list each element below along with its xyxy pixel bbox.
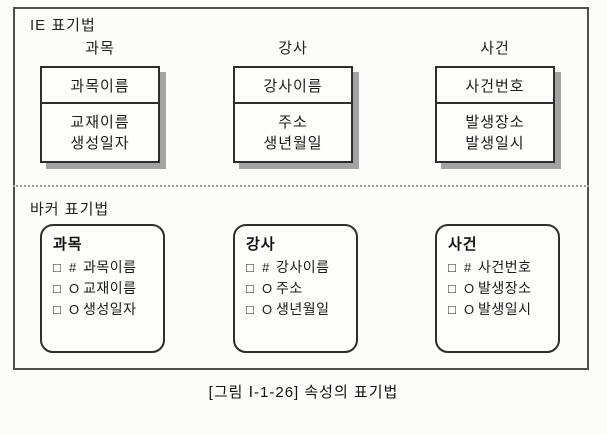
barker-attribute-row: □ O 발생장소 xyxy=(448,278,552,299)
attribute-square-icon: □ xyxy=(448,281,457,296)
figure-caption: [그림 Ⅰ-1-26] 속성의 표기법 xyxy=(208,384,399,401)
barker-entity-incident: 사건 □ # 사건번호 □ O 발생장소 □ O 발생일시 xyxy=(435,224,560,353)
ie-attribute: 생성일자 xyxy=(70,134,130,152)
ie-entity-label: 강사 xyxy=(278,40,308,57)
barker-attribute-row: □ # 사건번호 xyxy=(448,257,552,278)
attribute-square-icon: □ xyxy=(448,260,457,275)
attribute-name: 생년월일 xyxy=(276,301,330,317)
attribute-name: 강사이름 xyxy=(276,259,330,275)
uid-marker: # xyxy=(464,260,472,275)
barker-entity-instructor: 강사 □ # 강사이름 □ O 주소 □ O 생년월일 xyxy=(233,224,358,353)
attribute-name: 생성일자 xyxy=(83,301,137,317)
ie-attribute: 발생일시 xyxy=(465,134,525,152)
barker-attribute-row: □ O 교재이름 xyxy=(53,278,157,299)
barker-section-title: 바커 표기법 xyxy=(30,201,110,218)
attribute-name: 발생일시 xyxy=(478,301,532,317)
ie-attribute-list: 교재이름 생성일자 xyxy=(42,104,158,161)
barker-attribute-row: □ # 강사이름 xyxy=(246,257,350,278)
optional-marker: O xyxy=(464,281,475,296)
ie-entity-box: 과목이름 교재이름 생성일자 xyxy=(40,66,160,163)
ie-entity-label: 사건 xyxy=(480,40,510,57)
ie-attribute-list: 주소 생년월일 xyxy=(235,104,351,161)
attribute-name: 사건번호 xyxy=(478,259,532,275)
ie-entity-label: 과목 xyxy=(85,40,115,57)
uid-marker: # xyxy=(69,260,77,275)
attribute-name: 주소 xyxy=(276,280,303,296)
ie-pk-attribute: 과목이름 xyxy=(42,68,158,104)
attribute-square-icon: □ xyxy=(246,260,255,275)
ie-pk-attribute: 강사이름 xyxy=(235,68,351,104)
attribute-name: 교재이름 xyxy=(83,280,137,296)
optional-marker: O xyxy=(262,302,273,317)
ie-attribute-list: 발생장소 발생일시 xyxy=(437,104,553,161)
ie-attribute: 발생장소 xyxy=(465,113,525,131)
barker-entity-label: 강사 xyxy=(246,236,276,253)
attribute-square-icon: □ xyxy=(53,281,62,296)
ie-attribute: 교재이름 xyxy=(70,113,130,131)
barker-attribute-row: □ O 생성일자 xyxy=(53,299,157,320)
attribute-square-icon: □ xyxy=(53,302,62,317)
attribute-square-icon: □ xyxy=(246,281,255,296)
barker-attribute-row: □ O 발생일시 xyxy=(448,299,552,320)
barker-entity-label: 사건 xyxy=(448,236,478,253)
ie-entity-box: 강사이름 주소 생년월일 xyxy=(233,66,353,163)
barker-attribute-row: □ O 생년월일 xyxy=(246,299,350,320)
optional-marker: O xyxy=(69,302,80,317)
attribute-name: 과목이름 xyxy=(83,259,137,275)
optional-marker: O xyxy=(69,281,80,296)
ie-entity-box: 사건번호 발생장소 발생일시 xyxy=(435,66,555,163)
ie-pk-attribute: 사건번호 xyxy=(437,68,553,104)
diagram-frame: IE 표기법 과목 과목이름 교재이름 생성일자 강사 강사이름 주소 생년월일 xyxy=(13,7,589,370)
barker-entity-subject: 과목 □ # 과목이름 □ O 교재이름 □ O 생성일자 xyxy=(40,224,165,353)
section-divider xyxy=(13,185,589,187)
uid-marker: # xyxy=(262,260,270,275)
optional-marker: O xyxy=(262,281,273,296)
ie-attribute: 생년월일 xyxy=(263,134,323,152)
ie-entity-incident: 사건 사건번호 발생장소 발생일시 xyxy=(435,37,555,163)
barker-attribute-row: □ # 과목이름 xyxy=(53,257,157,278)
barker-entity-label: 과목 xyxy=(53,236,83,253)
attribute-square-icon: □ xyxy=(53,260,62,275)
ie-entity-subject: 과목 과목이름 교재이름 생성일자 xyxy=(40,37,160,163)
ie-section-title: IE 표기법 xyxy=(30,17,96,34)
ie-entity-instructor: 강사 강사이름 주소 생년월일 xyxy=(233,37,353,163)
attribute-square-icon: □ xyxy=(246,302,255,317)
attribute-name: 발생장소 xyxy=(478,280,532,296)
attribute-square-icon: □ xyxy=(448,302,457,317)
optional-marker: O xyxy=(464,302,475,317)
ie-attribute: 주소 xyxy=(278,113,308,131)
barker-attribute-row: □ O 주소 xyxy=(246,278,350,299)
